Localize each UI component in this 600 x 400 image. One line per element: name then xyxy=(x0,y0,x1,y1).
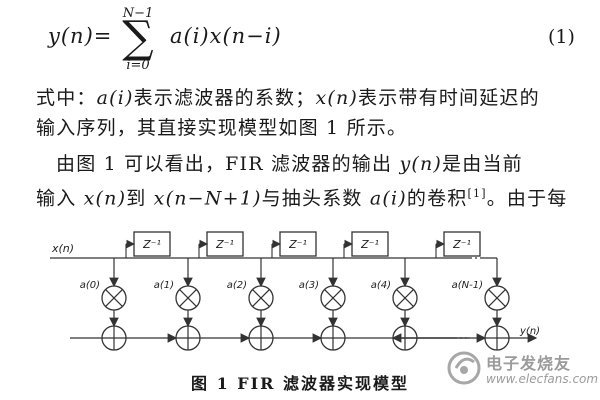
math-x-n: x(n) xyxy=(83,187,127,210)
elecfans-logo-icon xyxy=(447,351,481,385)
fir-diagram-svg: x(n) Z⁻¹ Z⁻¹ Z⁻¹ Z⁻¹ Z⁻¹ a(0) a(1) a(2) a(3) a(4) a… xyxy=(50,231,540,351)
multiplier-cross xyxy=(179,289,197,307)
summation: N−1 ∑ i=0 xyxy=(112,6,164,78)
text-segment: 是由当前 xyxy=(442,153,523,175)
text-segment: 输入序列，其直接实现模型如图 1 所示。 xyxy=(36,117,408,139)
fir-filter-diagram: x(n) Z⁻¹ Z⁻¹ Z⁻¹ Z⁻¹ Z⁻¹ a(0) a(1) a(2) a(3) a(4) a… xyxy=(50,228,550,358)
equation-number: (1) xyxy=(548,26,575,48)
paragraph-line-4: 输入 x(n)到 x(n−N+1)与抽头系数 a(i)的卷积[1]。由于每 xyxy=(36,182,576,210)
elecfans-watermark: 电子发烧友 www.elecfans.com xyxy=(446,348,599,394)
coefficient-label: a(2) xyxy=(227,280,247,291)
text-segment: 到 xyxy=(126,187,154,210)
coefficient-label: a(0) xyxy=(80,280,100,291)
delay-block-label: Z⁻¹ xyxy=(215,238,234,251)
coefficient-label: a(N-1) xyxy=(452,280,483,291)
sum-lower-limit: i=0 xyxy=(126,58,150,73)
text-segment: 。由于每 xyxy=(486,187,568,210)
equation-rhs: a(i)x(n−i) xyxy=(170,24,282,48)
input-label: x(n) xyxy=(51,242,74,255)
equation-1: y(n)= N−1 ∑ i=0 a(i)x(n−i) (1) xyxy=(0,0,600,78)
equation-lhs: y(n)= xyxy=(48,24,113,48)
delay-block-label: Z⁻¹ xyxy=(452,238,471,251)
watermark-url: www.elecfans.com xyxy=(486,372,599,386)
coefficient-label: a(4) xyxy=(371,280,391,291)
math-a-i: a(i) xyxy=(369,187,407,210)
sigma-symbol: ∑ xyxy=(122,12,154,63)
math-a-i: a(i) xyxy=(96,87,134,109)
text-segment: 式中： xyxy=(36,87,97,109)
coefficient-label: a(1) xyxy=(154,280,174,291)
math-x-n: x(n) xyxy=(315,87,359,109)
delay-block xyxy=(133,231,171,257)
delay-block-label: Z⁻¹ xyxy=(360,238,379,251)
text-segment: 由图 1 可以看出，FIR 滤波器的输出 xyxy=(56,153,400,175)
text-segment: 表示带有时间延迟的 xyxy=(358,87,540,109)
text-segment: 与抽头系数 xyxy=(261,187,370,210)
multiplier-cross xyxy=(396,289,414,307)
multiplier-cross xyxy=(488,289,506,307)
citation-ref: [1] xyxy=(467,187,487,200)
math-x-n-minus-n-plus-1: x(n−N+1) xyxy=(153,187,262,210)
sum-upper-limit: N−1 xyxy=(122,6,154,21)
coefficient-label: a(3) xyxy=(299,280,319,291)
paragraph-line-2: 输入序列，其直接实现模型如图 1 所示。 xyxy=(36,116,576,140)
multiplier-cross xyxy=(324,289,342,307)
watermark-text: 电子发烧友 xyxy=(486,354,572,373)
multiplier-cross xyxy=(252,289,270,307)
paragraph-line-1: 式中：a(i)表示滤波器的系数；x(n)表示带有时间延迟的 xyxy=(36,86,576,110)
output-label: y(n) xyxy=(519,326,540,337)
figure-caption: 图 1 FIR 滤波器实现模型 xyxy=(191,374,409,393)
text-segment: 的卷积 xyxy=(406,187,468,210)
math-y-n: y(n) xyxy=(399,153,443,175)
delay-block-label: Z⁻¹ xyxy=(288,238,307,251)
paragraph-line-3: 由图 1 可以看出，FIR 滤波器的输出 y(n)是由当前 xyxy=(56,152,596,176)
text-segment: 表示滤波器的系数； xyxy=(133,87,316,109)
delay-block-label: Z⁻¹ xyxy=(142,238,161,251)
multiplier-cross xyxy=(105,289,123,307)
text-segment: 输入 xyxy=(36,187,84,210)
delay-block xyxy=(443,231,481,257)
